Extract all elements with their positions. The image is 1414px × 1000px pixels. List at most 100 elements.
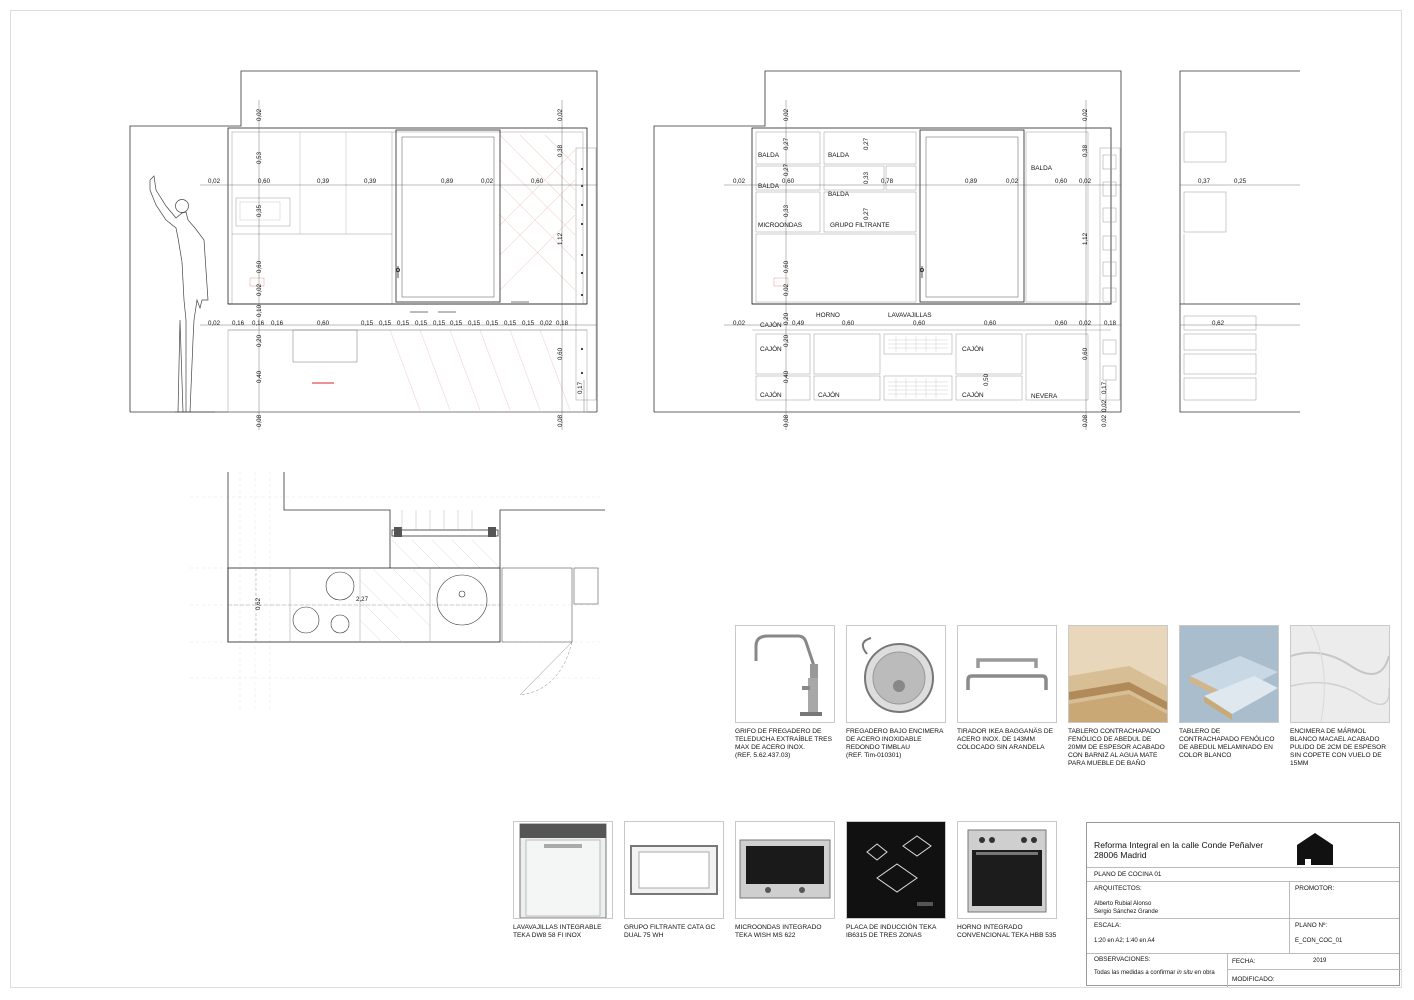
- labels-mid: BALDA BALDA BALDA BALDA BALDA MICROONDAS…: [758, 152, 1058, 400]
- dim-text: 0,33: [863, 171, 870, 184]
- dim-text: 0,15: [361, 320, 374, 327]
- product-card: GRIFO DE FREGADERO DE TELEDUCHA EXTRAÍBL…: [735, 625, 835, 760]
- project-line: 28006 Madrid: [1094, 850, 1147, 860]
- dims-left-top: 0,02 0,60 0,39 0,39 0,89 0,02 0,60: [208, 178, 544, 185]
- architect-name: Alberto Rubial Alonso: [1094, 901, 1152, 907]
- product-caption: PLACA DE INDUCCIÓN TEKA IB6315 DE TRES Z…: [846, 924, 946, 940]
- dim-text: 0,15: [504, 320, 517, 327]
- dim-text: 0,15: [468, 320, 481, 327]
- product-caption: MICROONDAS INTEGRADO TEKA WISH MS 622: [735, 924, 835, 940]
- faucet-image: [735, 625, 835, 723]
- dim-text: 0,02: [256, 108, 263, 121]
- dim-text: 0,60: [1082, 347, 1089, 360]
- observations-label: OBSERVACIONES:: [1094, 956, 1151, 963]
- dim-text: 0,02: [1082, 108, 1089, 121]
- dim-text: 0,02: [1006, 178, 1019, 185]
- label-lavavajillas: LAVAVAJILLAS: [888, 312, 932, 319]
- elevation-right: [1179, 70, 1300, 413]
- label-balda: BALDA: [758, 183, 780, 190]
- caption-text: HORNO INTEGRADO CONVENCIONAL TEKA HBB 53…: [957, 924, 1057, 939]
- dim-text: 0,18: [556, 320, 569, 327]
- architects-names: Alberto Rubial Alonso Sergio Sánchez Gra…: [1094, 900, 1158, 916]
- label-cajon: CAJÓN: [760, 390, 782, 399]
- dims-plan: 2,27 0,62: [255, 596, 369, 610]
- label-cajon: CAJÓN: [818, 390, 840, 399]
- product-card: ENCIMERA DE MÁRMOL BLANCO MACAEL ACABADO…: [1290, 625, 1390, 768]
- dim-text: 0,27: [783, 163, 790, 176]
- dim-text: 0,02: [1101, 399, 1108, 412]
- label-cajon: CAJÓN: [962, 344, 984, 353]
- dim-text: 0,20: [256, 334, 263, 347]
- dim-text: 0,27: [863, 137, 870, 150]
- dim-text: 0,08: [557, 414, 564, 427]
- dim-text: 0,15: [397, 320, 410, 327]
- induction-hob-image: [846, 821, 946, 919]
- dim-text: 0,17: [1101, 381, 1108, 394]
- dim-text: 0,02: [208, 320, 221, 327]
- drawing-name: PLANO DE COCINA 01: [1094, 871, 1162, 878]
- dim-text: 0,60: [531, 178, 544, 185]
- dim-text: 0,60: [1055, 320, 1068, 327]
- plan-label: PLANO Nº:: [1295, 922, 1328, 929]
- sink-image: [846, 625, 946, 723]
- product-card: TABLERO CONTRACHAPADO FENÓLICO DE ABEDUL…: [1068, 625, 1168, 768]
- dims-mid-base: 0,02 0,49 0,60 0,60 0,60 0,60 0,02 0,18: [733, 320, 1117, 327]
- divider: [1289, 881, 1290, 953]
- caption-text: GRIFO DE FREGADERO DE TELEDUCHA EXTRAÍBL…: [735, 728, 832, 751]
- dim-text: 0,60: [317, 320, 330, 327]
- product-card: TIRADOR IKEA BAGGANÄS DE ACERO INOX. DE …: [957, 625, 1057, 752]
- dim-text: 2,27: [356, 596, 369, 603]
- caption-text: FREGADERO BAJO ENCIMERA DE ACERO INOXIDA…: [846, 728, 944, 751]
- modified-label: MODIFICADO:: [1232, 976, 1275, 983]
- observations-text: Todas las medidas a confirmar in situ en…: [1094, 970, 1215, 976]
- label-nevera: NEVERA: [1031, 393, 1058, 400]
- dim-text: 0,89: [441, 178, 454, 185]
- dim-text: 0,02: [1079, 178, 1092, 185]
- house-logo-icon: [1297, 829, 1333, 865]
- product-card: LAVAVAJILLAS INTEGRABLE TEKA DW8 58 FI I…: [513, 821, 613, 940]
- product-caption: TIRADOR IKEA BAGGANÄS DE ACERO INOX. DE …: [957, 728, 1057, 752]
- dim-text: 0,78: [881, 178, 894, 185]
- dim-text: 0,02: [1101, 414, 1108, 427]
- label-cajon: CAJÓN: [962, 390, 984, 399]
- label-balda: BALDA: [828, 191, 850, 198]
- dim-text: 0,39: [317, 178, 330, 185]
- dim-text: 0,02: [481, 178, 494, 185]
- dim-text: 0,16: [252, 320, 265, 327]
- label-cajon: CAJÓN: [760, 320, 782, 329]
- dim-text: 0,15: [486, 320, 499, 327]
- dim-text: 0,89: [965, 178, 978, 185]
- dim-text: 0,60: [1055, 178, 1068, 185]
- dim-text: 0,60: [782, 178, 795, 185]
- marble-image: [1290, 625, 1390, 723]
- dim-text: 0,60: [557, 347, 564, 360]
- dim-text: 0,60: [258, 178, 271, 185]
- dim-text: 0,40: [256, 370, 263, 383]
- handle-image: [957, 625, 1057, 723]
- microwave-image: [735, 821, 835, 919]
- dim-text: 0,15: [522, 320, 535, 327]
- dim-text: 0,02: [540, 320, 553, 327]
- dim-text: 0,02: [733, 178, 746, 185]
- plan-value: E_CON_COC_01: [1295, 938, 1343, 944]
- caption-text: TIRADOR IKEA BAGGANÄS DE ACERO INOX. DE …: [957, 728, 1053, 751]
- dim-text: 0,08: [1082, 414, 1089, 427]
- caption-text: LAVAVAJILLAS INTEGRABLE TEKA DW8 58 FI I…: [513, 924, 602, 939]
- project-title: Reforma Integral en la calle Conde Peñal…: [1094, 840, 1294, 860]
- dim-text: 0,15: [379, 320, 392, 327]
- dim-text: 0,38: [1082, 144, 1089, 157]
- dims-right: 0,37 0,25 0,62: [1198, 178, 1247, 327]
- dim-text: 0,15: [433, 320, 446, 327]
- dim-text: 0,35: [256, 204, 263, 217]
- dim-text: 0,16: [232, 320, 245, 327]
- scale-value: 1:20 en A2; 1:40 en A4: [1094, 938, 1155, 944]
- caption-text: TABLERO CONTRACHAPADO FENÓLICO DE ABEDUL…: [1068, 728, 1165, 767]
- dim-text: 0,39: [364, 178, 377, 185]
- product-caption: ENCIMERA DE MÁRMOL BLANCO MACAEL ACABADO…: [1290, 728, 1390, 768]
- dim-text: 0,60: [913, 320, 926, 327]
- label-microondas: MICROONDAS: [758, 222, 802, 229]
- dim-text: 0,17: [577, 381, 584, 394]
- dim-text: 0,60: [984, 320, 997, 327]
- dim-text: 0,08: [783, 414, 790, 427]
